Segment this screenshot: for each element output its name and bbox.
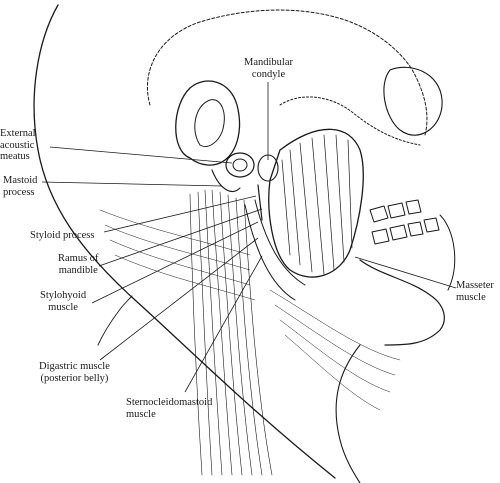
neck-striations bbox=[99, 209, 401, 411]
leader-sternocleidomastoid-muscle bbox=[184, 255, 263, 393]
leader-lines bbox=[41, 82, 457, 393]
label-masseter-muscle: Masseter muscle bbox=[456, 280, 494, 303]
label-line: (posterior belly) bbox=[40, 372, 109, 384]
label-line: Sternocleidomastoid bbox=[126, 397, 213, 408]
ear-inner bbox=[194, 99, 225, 147]
skull-outline bbox=[146, 9, 428, 136]
label-line: condyle bbox=[251, 68, 286, 80]
label-line: Mastoid bbox=[3, 175, 38, 186]
acoustic-meatus bbox=[225, 152, 255, 178]
label-line: process bbox=[3, 186, 35, 198]
head-outline bbox=[33, 4, 336, 479]
ear bbox=[175, 80, 241, 166]
label-line: Styloid process bbox=[30, 230, 95, 241]
label-line: acoustic bbox=[0, 139, 35, 151]
label-line: Ramus of bbox=[58, 253, 99, 264]
face-lower bbox=[439, 214, 456, 291]
leader-mastoid-process bbox=[41, 181, 223, 187]
leader-external-acoustic-meatus bbox=[49, 146, 233, 164]
artist-signature bbox=[97, 295, 133, 346]
masseter bbox=[268, 128, 364, 278]
label-mandibular-condyle: Mandibular condyle bbox=[244, 57, 293, 80]
teeth bbox=[369, 199, 440, 245]
label-line: muscle bbox=[126, 408, 156, 420]
orbit bbox=[383, 66, 443, 136]
leader-ramus-of-mandible bbox=[98, 208, 263, 267]
label-line: muscle bbox=[48, 301, 78, 313]
label-line: meatus bbox=[0, 151, 30, 162]
leader-masseter-muscle bbox=[354, 256, 457, 289]
styloid bbox=[257, 184, 263, 221]
label-line: Masseter bbox=[456, 280, 494, 291]
sternocleidomastoid bbox=[189, 189, 273, 476]
mastoid bbox=[211, 169, 241, 192]
label-sternocleidomastoid-muscle: Sternocleidomastoid muscle bbox=[126, 397, 212, 420]
label-line: Digastric muscle bbox=[39, 361, 110, 372]
label-stylohyoid-muscle: Stylohyoid muscle bbox=[40, 290, 86, 313]
label-line: Mandibular bbox=[244, 57, 293, 68]
label-styloid-process: Styloid process bbox=[30, 230, 94, 242]
label-external-acoustic-meatus: External acoustic meatus bbox=[0, 128, 36, 163]
label-line: muscle bbox=[456, 291, 486, 303]
stylohyoid bbox=[254, 199, 306, 286]
label-digastric-muscle: Digastric muscle (posterior belly) bbox=[39, 361, 110, 384]
throat-outline bbox=[335, 344, 361, 483]
digastric bbox=[244, 204, 296, 301]
label-line: External bbox=[0, 128, 36, 139]
leader-stylohyoid-muscle bbox=[91, 221, 259, 304]
label-line: mandible bbox=[58, 264, 98, 276]
leader-digastric-muscle bbox=[99, 237, 259, 361]
leader-styloid-process bbox=[103, 195, 257, 233]
label-ramus-of-mandible: Ramus of mandible bbox=[58, 253, 99, 276]
zygomatic-arch bbox=[279, 96, 421, 146]
label-line: Stylohyoid bbox=[40, 290, 87, 301]
label-mastoid-process: Mastoid process bbox=[3, 175, 37, 198]
jaw-outline bbox=[359, 259, 445, 346]
